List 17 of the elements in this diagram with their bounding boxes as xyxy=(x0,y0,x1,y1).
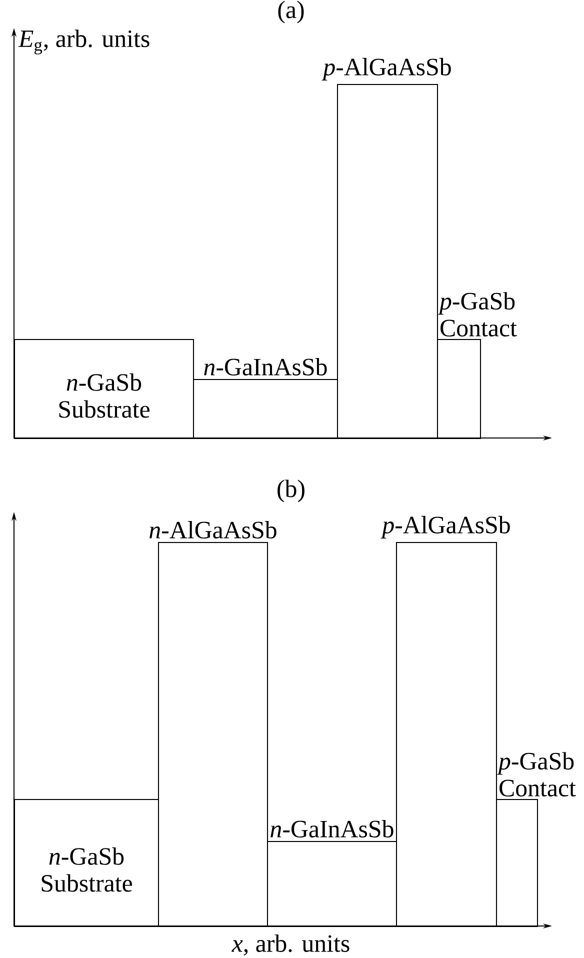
band-bar: p-GaSb Contact xyxy=(437,292,517,439)
axis-label: E$_{g}$, arb. units xyxy=(18,30,150,54)
node-label: n-AlGaAsSb xyxy=(150,520,276,539)
node-label: p-AlGaAsSb xyxy=(322,58,451,81)
node-label: p-AlGaAsSb xyxy=(380,516,510,538)
node-label: n-GaInAsSb xyxy=(204,358,327,376)
node-label: n-GaInAsSb xyxy=(270,820,394,838)
panel-label: (b) xyxy=(278,480,304,502)
band-bar: n-GaInAsSb xyxy=(193,358,338,439)
node-label: p-GaSb Contact xyxy=(497,752,576,797)
panel-label: (a) xyxy=(278,0,304,24)
node-label: p-GaSb Contact xyxy=(438,292,517,337)
axis-label: x, arb. units xyxy=(232,934,350,956)
band-bar: p-GaSb Contact xyxy=(496,752,576,927)
band-bar: n-GaSb Substrate xyxy=(14,339,194,439)
band-bar: n-GaInAsSb xyxy=(267,820,397,927)
band-bar: n-GaSb Substrate xyxy=(14,799,159,927)
